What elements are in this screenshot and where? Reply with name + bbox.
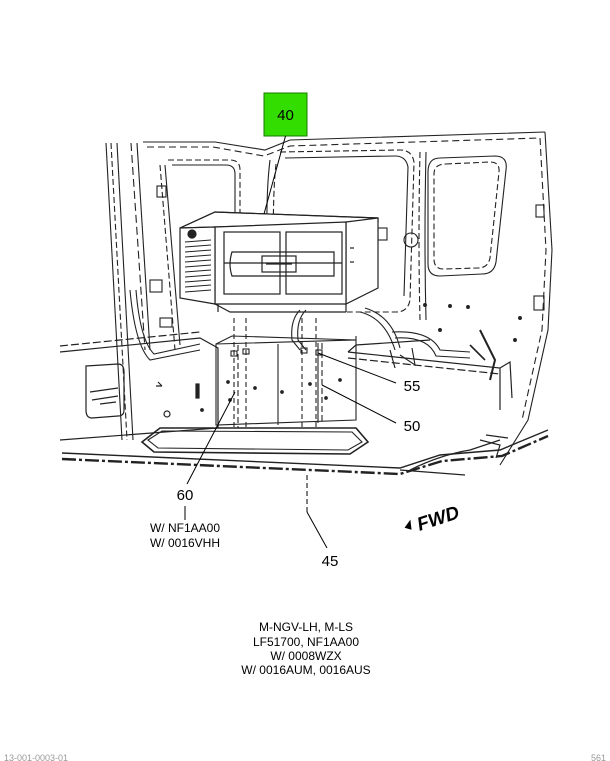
callout-40-leader (263, 135, 286, 215)
callout-40-label[interactable]: 40 (277, 107, 294, 124)
cab-floor (59, 331, 549, 476)
harness-tubing (129, 289, 497, 381)
applicability-line-1: M-NGV-LH, M-LS (259, 620, 353, 634)
applicability-line-4: W/ 0016AUM, 0016AUS (241, 663, 370, 677)
footer-drawing-number: 13-001-0003-01 (4, 753, 68, 761)
fwd-arrow-icon (404, 519, 412, 530)
forward-direction-indicator: FWD (404, 502, 462, 536)
fwd-label: FWD (414, 502, 462, 535)
callout-55-leader (317, 352, 397, 384)
callout-50-leader (321, 384, 397, 424)
callout-60-leader (186, 391, 236, 485)
applicability-line-3: W/ 0008WZX (270, 649, 341, 663)
callout-60-note-line-2: W/ 0016VHH (150, 536, 220, 550)
callout-45-leader (306, 511, 328, 549)
callout-50-label[interactable]: 50 (404, 418, 421, 435)
applicability-line-2: LF51700, NF1AA00 (253, 635, 359, 649)
mounting-bracket (140, 318, 370, 455)
callout-45-label[interactable]: 45 (322, 553, 339, 570)
callout-60-note-line-1: W/ NF1AA00 (150, 521, 220, 535)
applicability-note: M-NGV-LH, M-LS LF51700, NF1AA00 W/ 0008W… (241, 620, 370, 677)
footer-page-number: 561 (591, 753, 606, 761)
callout-40-highlight (263, 92, 308, 137)
callout-55-label[interactable]: 55 (404, 378, 421, 395)
callout-60-label[interactable]: 60 (177, 487, 194, 504)
ac-unit (179, 211, 379, 313)
